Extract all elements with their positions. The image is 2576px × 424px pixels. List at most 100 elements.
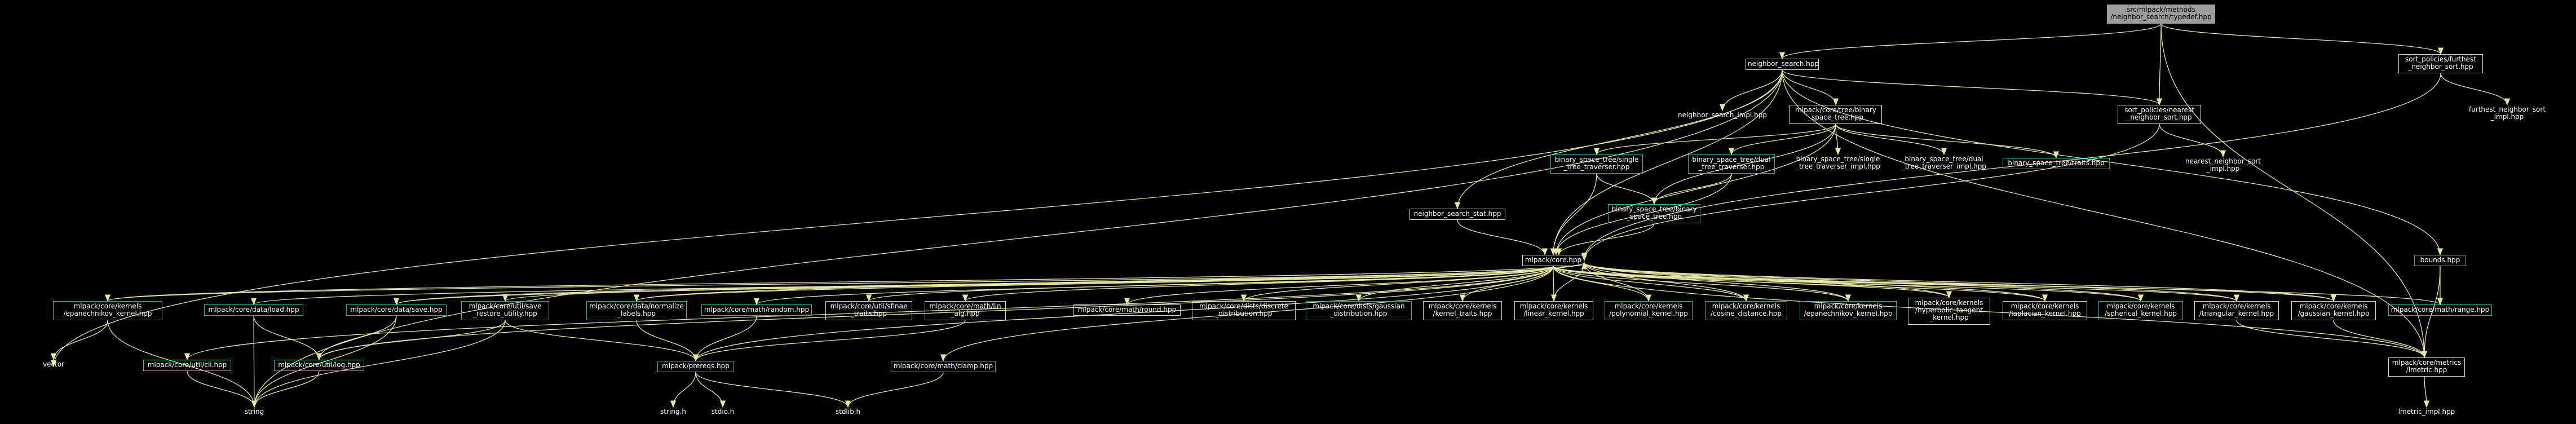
edge [2160, 23, 2444, 55]
node-label: _distribution.hpp [1330, 310, 1388, 317]
node-label: binary_space_tree/traits.hpp [2008, 159, 2105, 167]
node-spherical[interactable]: mlpack/core/kernels/spherical_kernel.hpp [2098, 301, 2183, 320]
node-triangular[interactable]: mlpack/core/kernels/triangular_kernel.hp… [2194, 301, 2279, 320]
edge [1651, 173, 1732, 205]
node-bounds[interactable]: bounds.hpp [2414, 255, 2466, 266]
node-string-h[interactable]: string.h [656, 407, 690, 418]
node-linear[interactable]: mlpack/core/kernels/linear_kernel.hpp [1514, 301, 1593, 320]
edge [251, 370, 320, 408]
node-label: _neighbor_sort.hpp [2127, 113, 2192, 121]
edge [1782, 69, 2428, 359]
node-label: neighbor_search_stat.hpp [1413, 210, 1501, 218]
node-range[interactable]: mlpack/core/math/range.hpp [2388, 304, 2492, 316]
node-root[interactable]: src/mlpack/methods/neighbor_search/typed… [2107, 5, 2215, 24]
edge [1719, 69, 1783, 112]
node-gaussian-dist[interactable]: mlpack/core/dists/gaussian_distribution.… [1306, 301, 1412, 320]
edge [1553, 266, 2239, 302]
edge [1779, 23, 2162, 60]
node-lmetric[interactable]: mlpack/core/metrics/lmetric.hpp [2388, 357, 2465, 377]
node-laplacian[interactable]: mlpack/core/kernels/laplacian_kernel.hpp [2003, 301, 2087, 320]
node-label: /spherical_kernel.hpp [2104, 310, 2177, 317]
node-label: /hyperbolic_tangent [1915, 306, 1983, 314]
edge [396, 262, 1587, 305]
edge [636, 262, 1587, 302]
node-dual-traverser[interactable]: binary_space_tree/dual_tree_traverser.hp… [1688, 154, 1775, 174]
node-single-traverser-impl[interactable]: binary_space_tree/single_tree_traverser_… [1792, 154, 1884, 174]
node-stdio-h[interactable]: stdio.h [707, 407, 739, 418]
edge [50, 69, 1783, 368]
node-string[interactable]: string [240, 407, 268, 418]
node-prereqs[interactable]: mlpack/prereqs.hpp [657, 361, 734, 372]
node-data-load[interactable]: mlpack/core/data/load.hpp [204, 304, 303, 316]
edge [1728, 123, 1836, 156]
edge [105, 266, 1554, 302]
node-label: neighbor_search_impl.hpp [1678, 111, 1767, 119]
node-label: src/mlpack/methods [2127, 6, 2195, 14]
node-stdlib-h[interactable]: stdlib.h [831, 407, 865, 418]
node-label: mlpack/core/math/lin [929, 302, 1001, 310]
edge [184, 266, 1554, 361]
node-round[interactable]: mlpack/core/math/round.hpp [1073, 304, 1181, 316]
node-label: _distribution.hpp [1215, 310, 1272, 317]
edge [1835, 123, 1947, 156]
node-gaussian-kernel[interactable]: mlpack/core/kernels/gaussian_kernel.hpp [2291, 301, 2376, 320]
node-sfinae[interactable]: mlpack/core/util/sfinae_traits.hpp [825, 301, 912, 320]
node-epanechnikov-right[interactable]: mlpack/core/kernels/epanechnikov_kernel.… [1800, 301, 1897, 320]
node-binary-space-tree[interactable]: mlpack/core/tree/binary_space_tree.hpp [1789, 105, 1882, 124]
node-label: binary_space_tree/single [1796, 155, 1880, 163]
node-random[interactable]: mlpack/core/math/random.hpp [701, 304, 812, 316]
node-kernel-traits[interactable]: mlpack/core/kernels/kernel_traits.hpp [1423, 301, 1502, 320]
node-vector[interactable]: vector [39, 360, 68, 371]
node-label: mlpack/core/kernels [1614, 302, 1683, 310]
node-label: /laplacian_kernel.hpp [2009, 310, 2081, 317]
edge [2156, 23, 2163, 106]
node-normalize[interactable]: mlpack/core/data/normalize_labels.hpp [586, 301, 687, 320]
edge [1581, 262, 2045, 302]
edge [251, 315, 397, 408]
node-label: mlpack/core/util/sfinae [830, 302, 908, 310]
node-discrete[interactable]: mlpack/core/dists/discrete_distribution.… [1192, 301, 1296, 320]
node-label: /kernel_traits.hpp [1433, 310, 1492, 317]
edge [1553, 266, 1749, 302]
node-label: _space_tree.hpp [1808, 113, 1863, 121]
node-polynomial[interactable]: mlpack/core/kernels/polynomial_kernel.hp… [1605, 301, 1693, 320]
node-clamp[interactable]: mlpack/core/math/clamp.hpp [891, 361, 996, 372]
edge [1457, 219, 1548, 256]
node-log[interactable]: mlpack/core/util/log.hpp [274, 360, 364, 371]
node-hyperbolic[interactable]: mlpack/core/kernels/hyperbolic_tangent_k… [1908, 298, 1990, 325]
edge [845, 372, 944, 408]
node-bst-inner[interactable]: binary_space_tree/binary_space_tree.hpp [1608, 204, 1700, 223]
node-label: sort_policies/furthest [2405, 55, 2476, 63]
node-sort-nearest[interactable]: sort_policies/nearest_neighbor_sort.hpp [2118, 105, 2201, 124]
node-lin-alg[interactable]: mlpack/core/math/lin_alg.hpp [925, 301, 1006, 320]
node-single-traverser[interactable]: binary_space_tree/single_tree_traverser.… [1550, 154, 1643, 174]
node-data-save[interactable]: mlpack/core/data/save.hpp [346, 304, 447, 316]
node-label: mlpack/core/tree/binary [1795, 106, 1876, 114]
node-cosine[interactable]: mlpack/core/kernels/cosine_distance.hpp [1705, 301, 1787, 320]
node-core[interactable]: mlpack/core.hpp [1522, 255, 1584, 266]
node-label: stdio.h [711, 408, 735, 416]
edge [1835, 123, 1841, 156]
node-stat[interactable]: neighbor_search_stat.hpp [1409, 209, 1505, 220]
node-cli[interactable]: mlpack/core/util/cli.hpp [143, 360, 231, 371]
node-traits[interactable]: binary_space_tree/traits.hpp [2003, 158, 2110, 169]
edge [634, 266, 1554, 302]
node-sort-furthest[interactable]: sort_policies/furthest_neighbor_sort.hpp [2398, 54, 2483, 73]
node-save-restore[interactable]: mlpack/core/util/save_restore_utility.hp… [461, 301, 549, 320]
node-dual-traverser-impl[interactable]: binary_space_tree/dual_tree_traverser_im… [1898, 154, 1990, 174]
node-label: mlpack/core/kernels [2106, 302, 2175, 310]
edge [1553, 266, 2443, 306]
node-furthest-impl[interactable]: furthest_neighbor_sort_impl.hpp [2465, 105, 2550, 124]
edge [1581, 262, 2141, 302]
edge [1581, 262, 1747, 302]
node-neighbor-search[interactable]: neighbor_search.hpp [1746, 59, 1819, 70]
node-nearest-impl[interactable]: nearest_neighbor_sort_impl.hpp [2181, 157, 2265, 176]
node-lmetric-impl[interactable]: lmetric_impl.hpp [2394, 407, 2459, 418]
node-label: mlpack/core/math/clamp.hpp [893, 362, 993, 370]
edge [1553, 123, 1836, 256]
node-label: _tree_traverser.hpp [1563, 163, 1630, 171]
node-label: mlpack/core/util/cli.hpp [147, 361, 227, 369]
edge [695, 372, 851, 408]
node-epanechnikov-left[interactable]: mlpack/core/kernels/epanechnikov_kernel.… [53, 301, 162, 320]
node-neighbor-search-impl[interactable]: neighbor_search_impl.hpp [1674, 111, 1770, 122]
